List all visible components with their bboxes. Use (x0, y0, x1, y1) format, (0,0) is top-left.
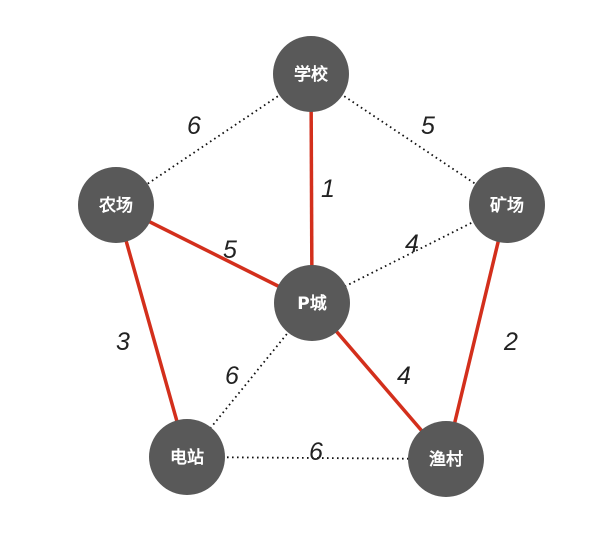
edge-school-farm (115, 73, 312, 206)
edge-weight-station-village: 6 (309, 438, 323, 466)
node-circle-mine (469, 167, 545, 243)
node-circle-pcity (274, 265, 350, 341)
edge-weight-school-pcity: 1 (321, 175, 335, 203)
edge-weight-farm-pcity: 5 (223, 236, 237, 264)
node-mine: 矿场 (469, 167, 545, 243)
node-label-school: 学校 (294, 64, 329, 85)
edge-weight-farm-station: 3 (116, 328, 130, 356)
edge-school-mine (310, 73, 508, 206)
edge-weight-mine-pcity: 4 (405, 230, 419, 258)
node-farm: 农场 (78, 167, 154, 243)
edge-weight-school-mine: 5 (421, 112, 435, 140)
edge-station-village (186, 456, 447, 460)
node-label-pcity: P城 (297, 294, 326, 314)
edge-farm-station (114, 204, 189, 458)
node-circle-village (408, 421, 484, 497)
edge-mine-village (444, 204, 509, 460)
node-circle-farm (78, 167, 154, 243)
node-circle-station (149, 419, 225, 495)
edge-weight-pcity-station: 6 (225, 362, 239, 390)
edge-school-pcity (309, 73, 314, 304)
edge-weights-layer: 6 5 1 5 4 3 2 6 4 6 (116, 112, 518, 466)
node-village: 渔村 (408, 421, 484, 497)
node-school: 学校 (273, 36, 349, 112)
edge-weight-mine-village: 2 (503, 328, 518, 356)
edge-weight-school-farm: 6 (187, 112, 201, 140)
node-pcity: P城 (274, 265, 350, 341)
node-station: 电站 (149, 419, 225, 495)
edge-weight-pcity-village: 4 (397, 362, 411, 390)
node-label-village: 渔村 (429, 449, 463, 470)
node-label-station: 电站 (170, 447, 204, 468)
node-label-mine: 矿场 (490, 195, 524, 216)
node-label-farm: 农场 (98, 195, 133, 216)
node-circle-school (273, 36, 349, 112)
